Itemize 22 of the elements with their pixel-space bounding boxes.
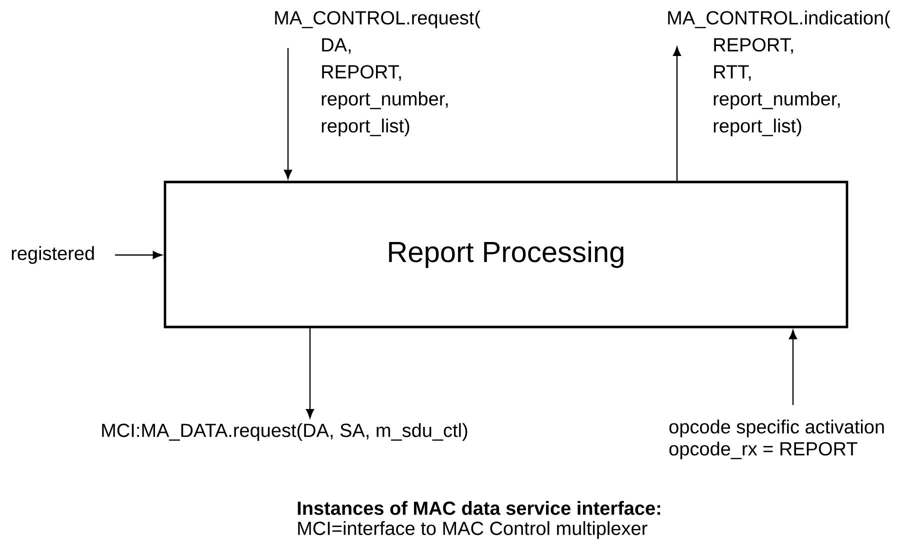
parameter-name: report_number,	[322, 92, 448, 110]
parameter-name: REPORT,	[322, 65, 401, 81]
signal-name: MA_CONTROL.indication(	[668, 10, 890, 28]
parameter-name: report_list)	[322, 118, 410, 136]
note-heading: Instances of MAC data service interface:	[298, 501, 660, 515]
parameter-name: DA,	[322, 38, 351, 54]
signal-label: MCI:MA_DATA.request(DA, SA, m_sdu_ctl)	[102, 423, 468, 441]
parameter-name: report_list)	[714, 118, 802, 136]
arrow	[306, 328, 314, 418]
signal-label: registered	[12, 246, 94, 264]
signal-label: opcode_rx = REPORT	[669, 442, 858, 460]
arrow	[115, 250, 162, 259]
parameter-name: RTT,	[714, 65, 751, 81]
note-text: MCI=interface to MAC Control multiplexer	[298, 521, 648, 539]
parameter-name: report_number,	[714, 92, 840, 110]
arrow	[673, 46, 681, 181]
process-box: Report Processing	[164, 180, 848, 328]
arrow	[789, 330, 797, 405]
parameter-name: REPORT,	[714, 38, 793, 54]
signal-label: opcode specific activation	[669, 420, 884, 438]
signal-name: MA_CONTROL.request(	[275, 10, 480, 28]
arrow	[284, 48, 292, 180]
